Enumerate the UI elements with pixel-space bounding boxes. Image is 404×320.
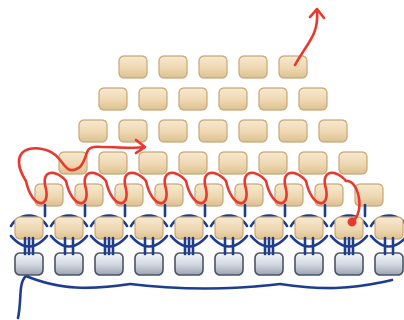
bead (218, 151, 248, 175)
bead (78, 119, 108, 143)
base-bead (94, 252, 124, 276)
bead (198, 55, 228, 79)
row1-loop-top (369, 214, 404, 228)
working-thread (17, 7, 361, 227)
base-bead (254, 252, 284, 276)
base-bead (374, 252, 404, 276)
base-bead (294, 252, 324, 276)
existing-thread-back (9, 214, 404, 320)
bead (174, 216, 204, 240)
bead (138, 151, 168, 175)
bead (138, 87, 168, 111)
bead (318, 119, 348, 143)
row1-loop-top (249, 214, 289, 228)
base-bead (54, 252, 84, 276)
bead (158, 119, 188, 143)
row1-loop-top (9, 214, 49, 228)
bead (14, 216, 44, 240)
bead (98, 151, 128, 175)
bead (54, 216, 84, 240)
bead (98, 87, 128, 111)
bead (258, 87, 288, 111)
bead (238, 55, 268, 79)
bead (274, 183, 304, 207)
end-arrow (308, 7, 326, 20)
bead (74, 183, 104, 207)
row1-loop-top (169, 214, 209, 228)
bead (178, 151, 208, 175)
bead (374, 216, 404, 240)
bead (118, 119, 148, 143)
row1-loop-top (289, 214, 329, 228)
bead (314, 183, 344, 207)
bead (234, 183, 264, 207)
bead (134, 216, 164, 240)
base-bead (334, 252, 364, 276)
bead (198, 119, 228, 143)
bead (34, 183, 64, 207)
row1-loop-bottom (209, 234, 249, 248)
working-thread-path (17, 145, 361, 224)
bead (94, 216, 124, 240)
bead (254, 216, 284, 240)
base-bead (174, 252, 204, 276)
base-bead (134, 252, 164, 276)
bead (238, 119, 268, 143)
bead (158, 55, 188, 79)
row1-loop-top (89, 214, 129, 228)
thread-bottom-sweep (16, 274, 394, 320)
row1-loop-top (49, 214, 89, 228)
row1-loop-bottom (129, 234, 169, 248)
base-bead (214, 252, 244, 276)
row1-loop-top (209, 214, 249, 228)
bead (258, 151, 288, 175)
bead (338, 151, 368, 175)
bead (194, 183, 224, 207)
row1-loop-top (329, 214, 369, 228)
row1-loop-top (129, 214, 169, 228)
exit-thread (293, 9, 319, 67)
existing-thread-front (23, 203, 395, 256)
row1-loop-bottom (49, 234, 89, 248)
bead-grid (14, 55, 404, 276)
bead (114, 183, 144, 207)
bead (214, 216, 244, 240)
bead (278, 119, 308, 143)
bead (118, 55, 148, 79)
bead (354, 183, 384, 207)
mid-arrow (134, 138, 147, 155)
bead (278, 55, 308, 79)
bead (154, 183, 184, 207)
bead (298, 87, 328, 111)
base-bead (14, 252, 44, 276)
bead (178, 87, 208, 111)
bead (218, 87, 248, 111)
bead (298, 151, 328, 175)
row1-loop-bottom (289, 234, 329, 248)
bead (294, 216, 324, 240)
